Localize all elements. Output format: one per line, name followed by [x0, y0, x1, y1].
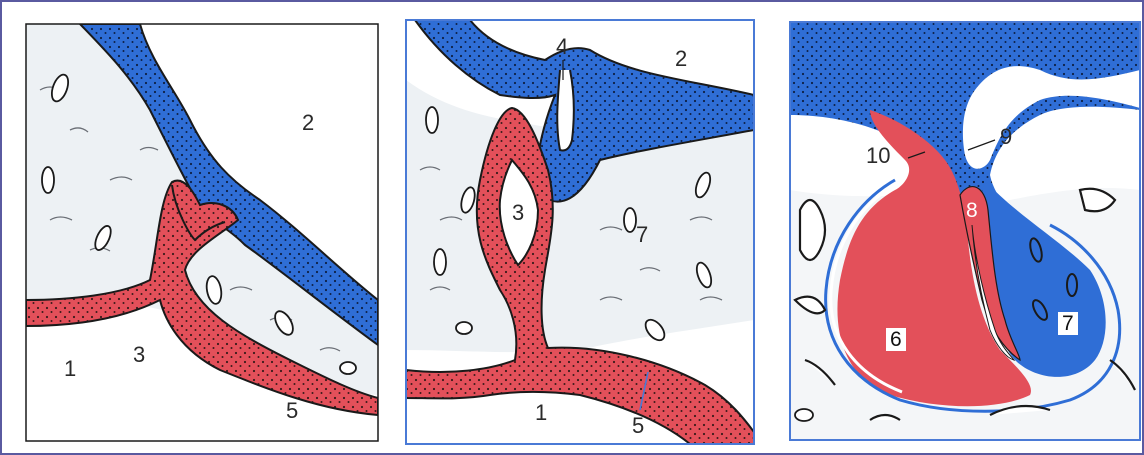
- label-3: 3: [512, 202, 524, 224]
- label-2: 2: [302, 112, 314, 134]
- label-4: 4: [556, 36, 568, 58]
- label-7: 7: [1058, 312, 1078, 335]
- label-3: 3: [133, 344, 145, 366]
- label-1: 1: [64, 358, 76, 380]
- label-7: 7: [636, 224, 648, 246]
- label-10: 10: [866, 145, 890, 167]
- label-5: 5: [632, 415, 644, 437]
- label-6: 6: [886, 328, 906, 351]
- label-1: 1: [535, 402, 547, 424]
- label-2: 2: [675, 48, 687, 70]
- label-9: 9: [1000, 126, 1012, 148]
- label-5: 5: [286, 400, 298, 422]
- label-8: 8: [966, 200, 978, 221]
- panel-3: [790, 22, 1140, 440]
- panel-1: [26, 24, 378, 441]
- panel-2: [406, 20, 754, 444]
